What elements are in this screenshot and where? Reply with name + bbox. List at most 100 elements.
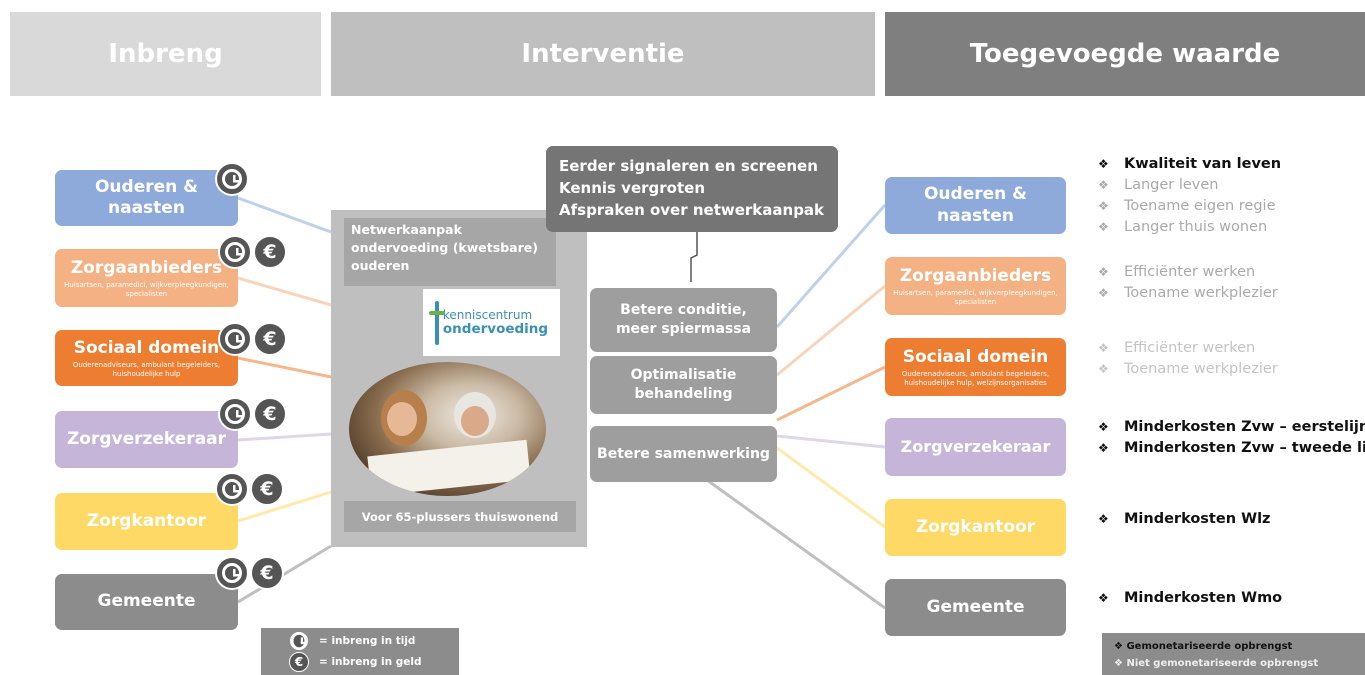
euro-icon bbox=[250, 556, 284, 590]
value-list-zorgverzekeraar: Minderkosten Zvw – eerstelijn Minderkost… bbox=[1098, 417, 1365, 459]
activity-connector bbox=[690, 232, 698, 282]
value-item: Toename werkplezier bbox=[1098, 359, 1278, 380]
actor-right-gemeente: Gemeente bbox=[885, 579, 1066, 636]
actor-left-zorgaanbieders: Zorgaanbieders Huisartsen, paramedici, w… bbox=[55, 249, 238, 307]
connector-line-right bbox=[775, 204, 887, 328]
legend-time-label: = inbreng in tijd bbox=[319, 635, 416, 647]
actor-label: Sociaal domein bbox=[73, 337, 220, 358]
actor-label: Gemeente bbox=[97, 591, 196, 612]
actor-sublabel: Huisartsen, paramedici, wijkverpleegkund… bbox=[893, 288, 1058, 306]
actor-right-sociaal-domein: Sociaal domein Ouderenadviseurs, ambulan… bbox=[885, 338, 1066, 396]
outcome-samenwerking: Betere samenwerking bbox=[590, 426, 777, 482]
value-item: Toename eigen regie bbox=[1098, 196, 1281, 217]
value-list-gemeente: Minderkosten Wmo bbox=[1098, 588, 1282, 609]
intervention-title: Netwerkaanpak ondervoeding (kwetsbare) o… bbox=[344, 218, 556, 286]
euro-icon bbox=[253, 235, 287, 269]
actor-label: Zorgkantoor bbox=[86, 510, 207, 531]
header-inbreng: Inbreng bbox=[10, 12, 321, 96]
actor-sublabel: Ouderenadviseurs, ambulant begeleiders, … bbox=[901, 369, 1050, 387]
actor-right-zorgverzekeraar: Zorgverzekeraar bbox=[885, 418, 1066, 476]
connector-line-right bbox=[776, 434, 886, 449]
value-item: Efficiënter werken bbox=[1098, 262, 1278, 283]
intervention-panel: Netwerkaanpak ondervoeding (kwetsbare) o… bbox=[331, 210, 587, 547]
actor-label: Zorgaanbieders bbox=[899, 265, 1052, 286]
intervention-footer: Voor 65-plussers thuiswonend bbox=[344, 501, 576, 532]
connector-line-left bbox=[237, 276, 332, 307]
legend-contribution: = inbreng in tijd = inbreng in geld bbox=[261, 628, 459, 675]
legend-value-types: ❖ Gemonetariseerde opbrengst ❖ Niet gemo… bbox=[1102, 633, 1365, 675]
actor-label: Zorgverzekeraar bbox=[66, 428, 227, 449]
contribution-icons-ouderen bbox=[215, 162, 249, 196]
contribution-icons-sociaal-domein bbox=[218, 322, 287, 356]
logo-text-line2: ondervoeding bbox=[442, 320, 549, 337]
outcome-optimalisatie: Optimalisatie behandeling bbox=[590, 356, 777, 414]
logo-mark-icon bbox=[428, 300, 445, 345]
actor-label: Ouderen & naasten bbox=[923, 184, 1027, 226]
contribution-icons-gemeente bbox=[215, 556, 284, 590]
clock-icon bbox=[290, 632, 308, 650]
value-list-sociaal-domein: Efficiënter werken Toename werkplezier bbox=[1098, 338, 1278, 380]
euro-icon bbox=[253, 397, 287, 431]
actor-sublabel: Ouderenadviseurs, ambulant begeleiders, … bbox=[72, 360, 221, 378]
actor-label: Gemeente bbox=[926, 596, 1025, 617]
value-item: Minderkosten Wmo bbox=[1098, 588, 1282, 609]
actor-label: Sociaal domein bbox=[902, 346, 1049, 367]
value-item: Minderkosten Wlz bbox=[1098, 509, 1270, 530]
intervention-photo bbox=[349, 362, 546, 496]
actor-right-zorgaanbieders: Zorgaanbieders Huisartsen, paramedici, w… bbox=[885, 257, 1066, 315]
header-toegevoegde-waarde: Toegevoegde waarde bbox=[885, 12, 1365, 96]
value-item: Langer thuis wonen bbox=[1098, 217, 1281, 238]
contribution-icons-zorgaanbieders bbox=[218, 235, 287, 269]
clock-icon bbox=[218, 235, 252, 269]
activities-box: Eerder signaleren en screenen Kennis ver… bbox=[546, 146, 838, 232]
value-item: Efficiënter werken bbox=[1098, 338, 1278, 359]
header-interventie: Interventie bbox=[331, 12, 875, 96]
value-item: Langer leven bbox=[1098, 175, 1281, 196]
actor-right-zorgkantoor: Zorgkantoor bbox=[885, 499, 1066, 556]
value-item: Toename werkplezier bbox=[1098, 283, 1278, 304]
kenniscentrum-logo: kenniscentrum ondervoeding bbox=[423, 289, 560, 356]
actor-right-ouderen: Ouderen & naasten bbox=[885, 177, 1066, 234]
contribution-icons-zorgverzekeraar bbox=[218, 397, 287, 431]
actor-left-gemeente: Gemeente bbox=[55, 574, 238, 630]
actor-label: Zorgkantoor bbox=[915, 516, 1036, 537]
clock-icon bbox=[218, 397, 252, 431]
connector-line-left bbox=[237, 490, 332, 523]
clock-icon bbox=[218, 322, 252, 356]
actor-left-sociaal-domein: Sociaal domein Ouderenadviseurs, ambulan… bbox=[55, 330, 238, 386]
legend-non-monetized: ❖ Niet gemonetariseerde opbrengst bbox=[1114, 658, 1319, 669]
actor-left-zorgverzekeraar: Zorgverzekeraar bbox=[55, 411, 238, 468]
contribution-icons-zorgkantoor bbox=[215, 472, 284, 506]
euro-icon bbox=[253, 322, 287, 356]
legend-money-label: = inbreng in geld bbox=[319, 656, 422, 668]
legend-monetized: ❖ Gemonetariseerde opbrengst bbox=[1114, 641, 1293, 652]
clock-icon bbox=[215, 556, 249, 590]
connector-line-left bbox=[237, 432, 332, 442]
value-item: Minderkosten Zvw – eerstelijn bbox=[1098, 417, 1365, 438]
actor-left-zorgkantoor: Zorgkantoor bbox=[55, 493, 238, 550]
clock-icon bbox=[215, 472, 249, 506]
connector-line-right bbox=[776, 284, 886, 377]
actor-label: Zorgaanbieders bbox=[70, 257, 223, 278]
connector-line-left bbox=[237, 356, 332, 379]
actor-sublabel: Huisartsen, paramedici, wijkverpleegkund… bbox=[64, 280, 229, 298]
actor-label: Ouderen & naasten bbox=[94, 176, 198, 218]
connector-line-right bbox=[776, 365, 886, 422]
actor-left-ouderen: Ouderen & naasten bbox=[55, 170, 238, 226]
value-list-zorgkantoor: Minderkosten Wlz bbox=[1098, 509, 1270, 530]
clock-icon bbox=[215, 162, 249, 196]
connector-line-right bbox=[699, 473, 886, 610]
actor-label: Zorgverzekeraar bbox=[900, 437, 1051, 456]
value-list-ouderen: Kwaliteit van leven Langer leven Toename… bbox=[1098, 154, 1281, 238]
logo-text-line1: kenniscentrum bbox=[442, 308, 533, 323]
connector-line-left bbox=[237, 196, 332, 234]
value-item: Kwaliteit van leven bbox=[1098, 154, 1281, 175]
connector-line-right bbox=[776, 446, 886, 529]
value-item: Minderkosten Zvw – tweede lijn bbox=[1098, 438, 1365, 459]
value-list-zorgaanbieders: Efficiënter werken Toename werkplezier bbox=[1098, 262, 1278, 304]
euro-icon bbox=[289, 652, 309, 672]
outcome-conditie: Betere conditie, meer spiermassa bbox=[590, 288, 777, 352]
euro-icon bbox=[250, 472, 284, 506]
connector-line-left bbox=[237, 544, 332, 604]
